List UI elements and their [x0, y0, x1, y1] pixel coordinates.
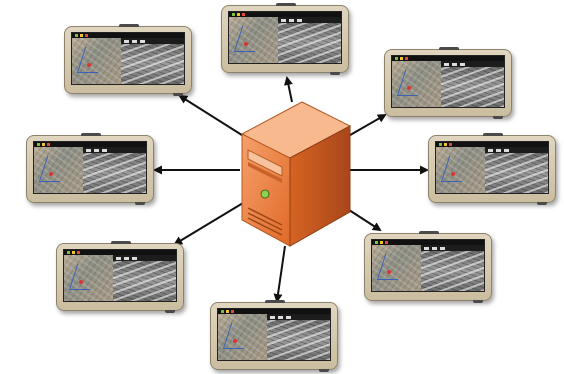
map-pin-icon: [232, 339, 237, 344]
aerial-imagery-view: [83, 147, 146, 193]
map-pin-icon: [243, 42, 248, 47]
map-pin-icon: [78, 280, 83, 285]
arrow-to-tablet-top-right: [344, 114, 387, 139]
map-pin-icon: [86, 63, 91, 68]
tablet-screen: [435, 141, 549, 194]
drive-bay: [247, 149, 283, 177]
tablet-screen: [217, 308, 331, 361]
tablet-top-right: [384, 47, 512, 119]
map-view: [218, 314, 268, 360]
tablet-top-left: [64, 24, 192, 96]
map-view: [72, 38, 122, 84]
aerial-imagery-view: [485, 147, 548, 193]
tablet-top: [221, 3, 349, 75]
vent-slot: [247, 207, 283, 226]
tablet-screen: [33, 141, 147, 194]
map-view: [392, 61, 442, 107]
aerial-imagery-view: [267, 314, 330, 360]
tablet-screen: [391, 55, 505, 108]
map-pin-icon: [48, 172, 53, 177]
aerial-imagery-view: [113, 255, 176, 301]
map-view: [64, 255, 114, 301]
aerial-imagery-view: [421, 245, 484, 291]
map-view: [229, 17, 279, 63]
vent-slot: [247, 217, 283, 236]
vent-slot: [247, 212, 283, 231]
tablet-bottom-right: [364, 231, 492, 303]
tablet-screen: [71, 32, 185, 85]
map-view: [372, 245, 422, 291]
tablet-right: [428, 133, 556, 205]
power-button-icon: [260, 189, 270, 199]
arrow-to-tablet-top: [284, 76, 293, 103]
server-side-face: [289, 125, 351, 247]
tablet-screen: [228, 11, 342, 64]
arrow-to-tablet-bottom-right: [345, 207, 382, 232]
map-pin-icon: [406, 86, 411, 91]
arrow-to-tablet-bottom: [273, 245, 286, 303]
tablet-screen: [371, 239, 485, 292]
tablet-bottom-left: [56, 241, 184, 313]
aerial-imagery-view: [441, 61, 504, 107]
tablet-bottom: [210, 300, 338, 372]
arrow-to-tablet-top-left: [178, 94, 246, 138]
drive-bay: [248, 162, 282, 183]
aerial-imagery-view: [278, 17, 341, 63]
map-view: [34, 147, 84, 193]
arrow-to-tablet-bottom-left: [173, 202, 244, 246]
server-tower-icon: [240, 101, 352, 247]
map-pin-icon: [386, 270, 391, 275]
tablet-screen: [63, 249, 177, 302]
tablet-left: [26, 133, 154, 205]
map-pin-icon: [450, 172, 455, 177]
map-view: [436, 147, 486, 193]
aerial-imagery-view: [121, 38, 184, 84]
